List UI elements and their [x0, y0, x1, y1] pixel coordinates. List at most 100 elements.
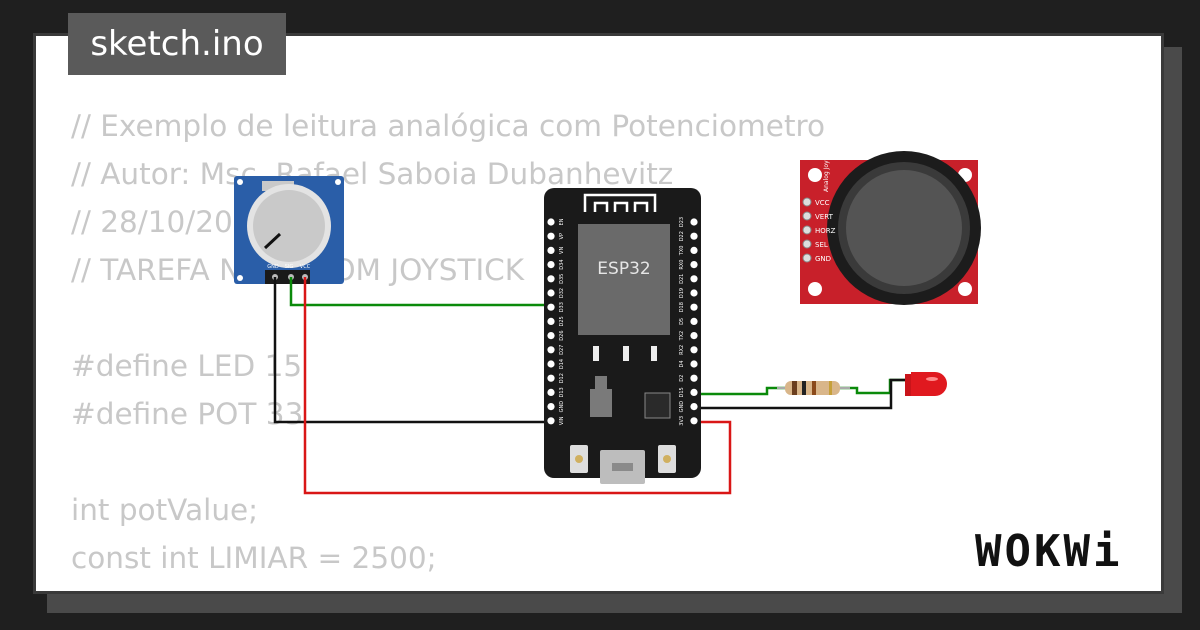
esp32-pin-d5[interactable] [690, 317, 698, 325]
esp32-pin-label: D25 [559, 316, 565, 326]
smd-component [651, 346, 657, 361]
wire-resistor-led[interactable] [840, 378, 905, 395]
esp32-module [578, 224, 670, 335]
esp32-pin-d12[interactable] [547, 374, 555, 382]
joystick-pin[interactable] [802, 239, 812, 249]
mount-hole [808, 168, 822, 182]
mount-hole [808, 282, 822, 296]
esp32-pin-d14[interactable] [547, 360, 555, 368]
code-preview: // Exemplo de leitura analógica com Pote… [71, 108, 825, 588]
esp32-pin-label: D32 [559, 288, 565, 298]
esp32-pin-d27[interactable] [547, 346, 555, 354]
esp32-pin-vp[interactable] [547, 232, 555, 240]
esp32-pin-d21[interactable] [690, 275, 698, 283]
wire-vcc-3v3[interactable] [303, 277, 732, 495]
esp32-pin-tx2[interactable] [690, 332, 698, 340]
regulator-tab [595, 376, 607, 390]
joystick-pin[interactable] [802, 197, 812, 207]
led[interactable] [905, 372, 947, 396]
esp32-pin-label: VP [559, 233, 565, 239]
joystick-cap[interactable] [846, 170, 962, 286]
esp32-pin-label: TX0 [679, 246, 685, 257]
esp32-pin-label: D14 [559, 359, 565, 369]
esp32-pin-d25[interactable] [547, 317, 555, 325]
esp32-pin-rx0[interactable] [690, 261, 698, 269]
esp32-pin-gnd[interactable] [690, 403, 698, 411]
led-body [911, 372, 947, 396]
joystick-pin-label: VCC [815, 199, 830, 207]
esp32-pin-headers: ENVPVND34D35D32D33D25D26D27D14D12D13GNDV… [547, 217, 698, 426]
code-line: #define POT 33 [71, 397, 304, 431]
esp32-pin-d2[interactable] [690, 374, 698, 382]
wire-sig-d33[interactable] [289, 277, 550, 307]
reset-button-cap [575, 455, 583, 463]
esp32-pin-label: D5 [679, 318, 685, 325]
wire-gnd[interactable] [273, 277, 550, 424]
esp32-pin-d32[interactable] [547, 289, 555, 297]
esp32-pin-label: TX2 [679, 331, 685, 342]
esp32-pin-d15[interactable] [690, 388, 698, 396]
esp32-pin-label: D12 [559, 373, 565, 383]
esp32-pin-label: D35 [559, 274, 565, 284]
esp32-pin-label: D15 [679, 387, 685, 397]
esp32-pin-label: EN [559, 218, 565, 225]
esp32-pin-3v3[interactable] [690, 417, 698, 425]
esp32-pin-label: D23 [679, 217, 685, 227]
esp32-module-label: ESP32 [597, 259, 650, 279]
esp32-pin-d34[interactable] [547, 261, 555, 269]
esp32-pin-label: D18 [679, 302, 685, 312]
joystick[interactable]: Analog Joystick VCC VERT HORZ SEL GND [800, 146, 981, 305]
esp32-pin-d26[interactable] [547, 332, 555, 340]
joystick-pin[interactable] [802, 211, 812, 221]
resistor-band [829, 381, 832, 395]
esp32-pin-d19[interactable] [690, 289, 698, 297]
esp32-pin-d35[interactable] [547, 275, 555, 283]
esp32-pin-label: 3V3 [679, 416, 685, 426]
potentiometer-pin-label: GND [267, 264, 279, 270]
esp32-pin-label: D27 [559, 345, 565, 355]
esp32-pin-d23[interactable] [690, 218, 698, 226]
resistor[interactable] [777, 381, 850, 395]
esp32-pin-label: GND [679, 401, 685, 413]
esp32-board[interactable]: ESP32 ENVPVND34D35D32D33D25D26D27D14D12D… [544, 188, 701, 484]
esp32-pin-d22[interactable] [690, 232, 698, 240]
mount-hole [335, 179, 341, 185]
joystick-pin-label: GND [815, 255, 831, 263]
esp32-pin-label: D34 [559, 259, 565, 269]
esp32-pin-d4[interactable] [690, 360, 698, 368]
resistor-band [792, 381, 797, 395]
esp32-pin-label: VIN [559, 416, 565, 425]
esp32-pin-rx2[interactable] [690, 346, 698, 354]
smd-component [623, 346, 629, 361]
potentiometer-pin-label: VCC [300, 264, 311, 270]
led-flange [905, 374, 913, 396]
potentiometer[interactable]: GND SIG VCC [234, 176, 344, 284]
esp32-pin-gnd[interactable] [547, 403, 555, 411]
esp32-pin-en[interactable] [547, 218, 555, 226]
esp32-pin-label: D21 [679, 274, 685, 284]
wokwi-logo[interactable]: WOKWi [975, 526, 1123, 577]
esp32-pin-vn[interactable] [547, 246, 555, 254]
wire-led-gnd[interactable] [693, 378, 908, 410]
esp32-pin-d33[interactable] [547, 303, 555, 311]
esp32-pin-vin[interactable] [547, 417, 555, 425]
joystick-pin-label: SEL [815, 241, 828, 249]
esp32-pin-label: D13 [559, 387, 565, 397]
wire-d15-resistor[interactable] [693, 386, 785, 396]
esp32-pin-label: GND [559, 401, 565, 413]
esp32-pin-d18[interactable] [690, 303, 698, 311]
resistor-band [812, 381, 816, 395]
smd-component [593, 346, 599, 361]
esp32-pin-label: D2 [679, 375, 685, 382]
esp32-pin-label: D22 [679, 231, 685, 241]
antenna-trace [583, 193, 657, 212]
joystick-pin[interactable] [802, 225, 812, 235]
esp32-pin-d13[interactable] [547, 388, 555, 396]
potentiometer-knob [253, 190, 325, 262]
code-line: #define LED 15 [71, 349, 303, 383]
esp32-pin-tx0[interactable] [690, 246, 698, 254]
joystick-pin[interactable] [802, 253, 812, 263]
esp32-pin-label: D19 [679, 288, 685, 298]
file-tab[interactable]: sketch.ino [68, 13, 286, 75]
